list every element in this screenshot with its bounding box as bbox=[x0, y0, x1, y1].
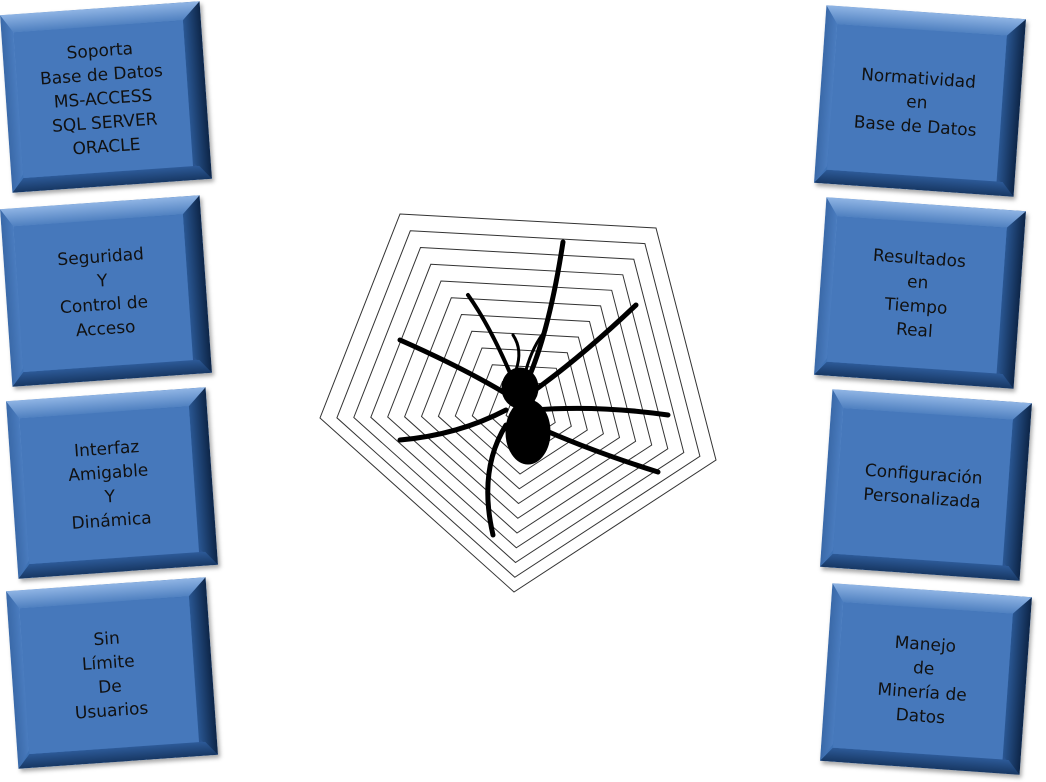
web-ring bbox=[454, 347, 588, 475]
feature-box-label: Normatividad en Base de Datos bbox=[853, 64, 978, 141]
feature-box-interface: Interfaz Amigable Y Dinámica bbox=[6, 387, 218, 579]
feature-box-configuration: Configuración Personalizada bbox=[820, 389, 1032, 581]
feature-box-data-mining: Manejo de Minería de Datos bbox=[820, 583, 1032, 775]
web-ring bbox=[370, 263, 669, 549]
web-ring bbox=[404, 297, 637, 519]
web-ring bbox=[387, 280, 653, 534]
feature-box-normativity: Normatividad en Base de Datos bbox=[814, 5, 1026, 197]
web-ring bbox=[420, 313, 621, 505]
feature-box-database-support: Soporta Base de Datos MS-ACCESS SQL SERV… bbox=[0, 1, 212, 193]
feature-box-label: Manejo de Minería de Datos bbox=[876, 632, 968, 729]
feature-box-label: Seguridad Y Control de Acceso bbox=[56, 244, 149, 342]
feature-box-unlimited-users: Sin Límite De Usuarios bbox=[6, 577, 218, 769]
web-ring bbox=[336, 230, 701, 578]
web-ring bbox=[353, 246, 685, 564]
feature-box-realtime-results: Resultados en Tiempo Real bbox=[814, 197, 1026, 389]
feature-box-label: Interfaz Amigable Y Dinámica bbox=[67, 437, 153, 534]
feature-box-label: Configuración Personalizada bbox=[862, 460, 984, 513]
feature-box-security: Seguridad Y Control de Acceso bbox=[0, 195, 212, 387]
feature-box-label: Soporta Base de Datos MS-ACCESS SQL SERV… bbox=[39, 39, 164, 160]
feature-box-label: Resultados en Tiempo Real bbox=[872, 245, 967, 342]
web-ring bbox=[437, 330, 604, 490]
feature-box-label: Sin Límite De Usuarios bbox=[74, 628, 150, 724]
spider-icon bbox=[397, 239, 671, 538]
spider-web-illustration bbox=[319, 213, 717, 593]
web-ring bbox=[319, 213, 717, 593]
